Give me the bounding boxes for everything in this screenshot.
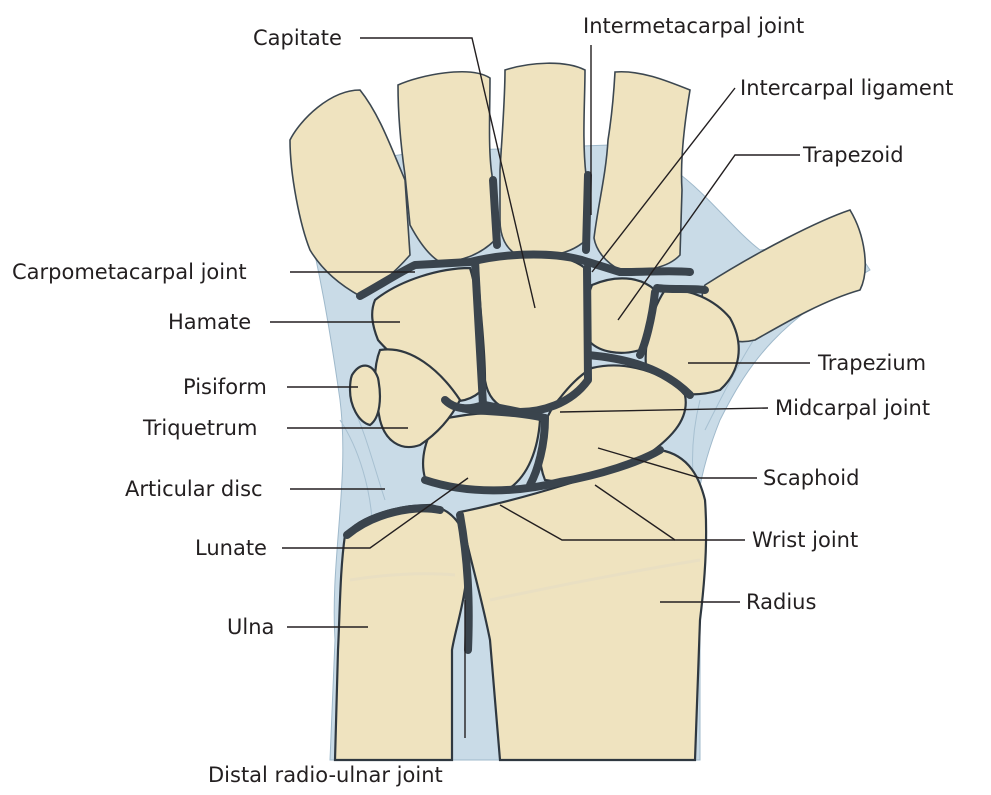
label-radius: Radius <box>746 590 816 614</box>
label-triquetrum: Triquetrum <box>142 416 257 440</box>
label-trapezium: Trapezium <box>817 351 926 375</box>
label-scaphoid: Scaphoid <box>763 466 859 490</box>
label-hamate: Hamate <box>168 310 251 334</box>
label-distal-radio-ulnar-joint: Distal radio-ulnar joint <box>208 763 443 787</box>
label-intermetacarpal-joint: Intermetacarpal joint <box>583 14 804 38</box>
label-carpometacarpal-joint: Carpometacarpal joint <box>12 260 247 284</box>
label-capitate: Capitate <box>253 26 342 50</box>
label-intercarpal-ligament: Intercarpal ligament <box>740 76 953 100</box>
label-pisiform: Pisiform <box>183 375 267 399</box>
label-ulna: Ulna <box>227 615 274 639</box>
label-articular-disc: Articular disc <box>125 477 263 501</box>
label-lunate: Lunate <box>195 536 267 560</box>
label-trapezoid: Trapezoid <box>802 143 904 167</box>
label-midcarpal-joint: Midcarpal joint <box>775 396 930 420</box>
label-wrist-joint: Wrist joint <box>752 528 858 552</box>
